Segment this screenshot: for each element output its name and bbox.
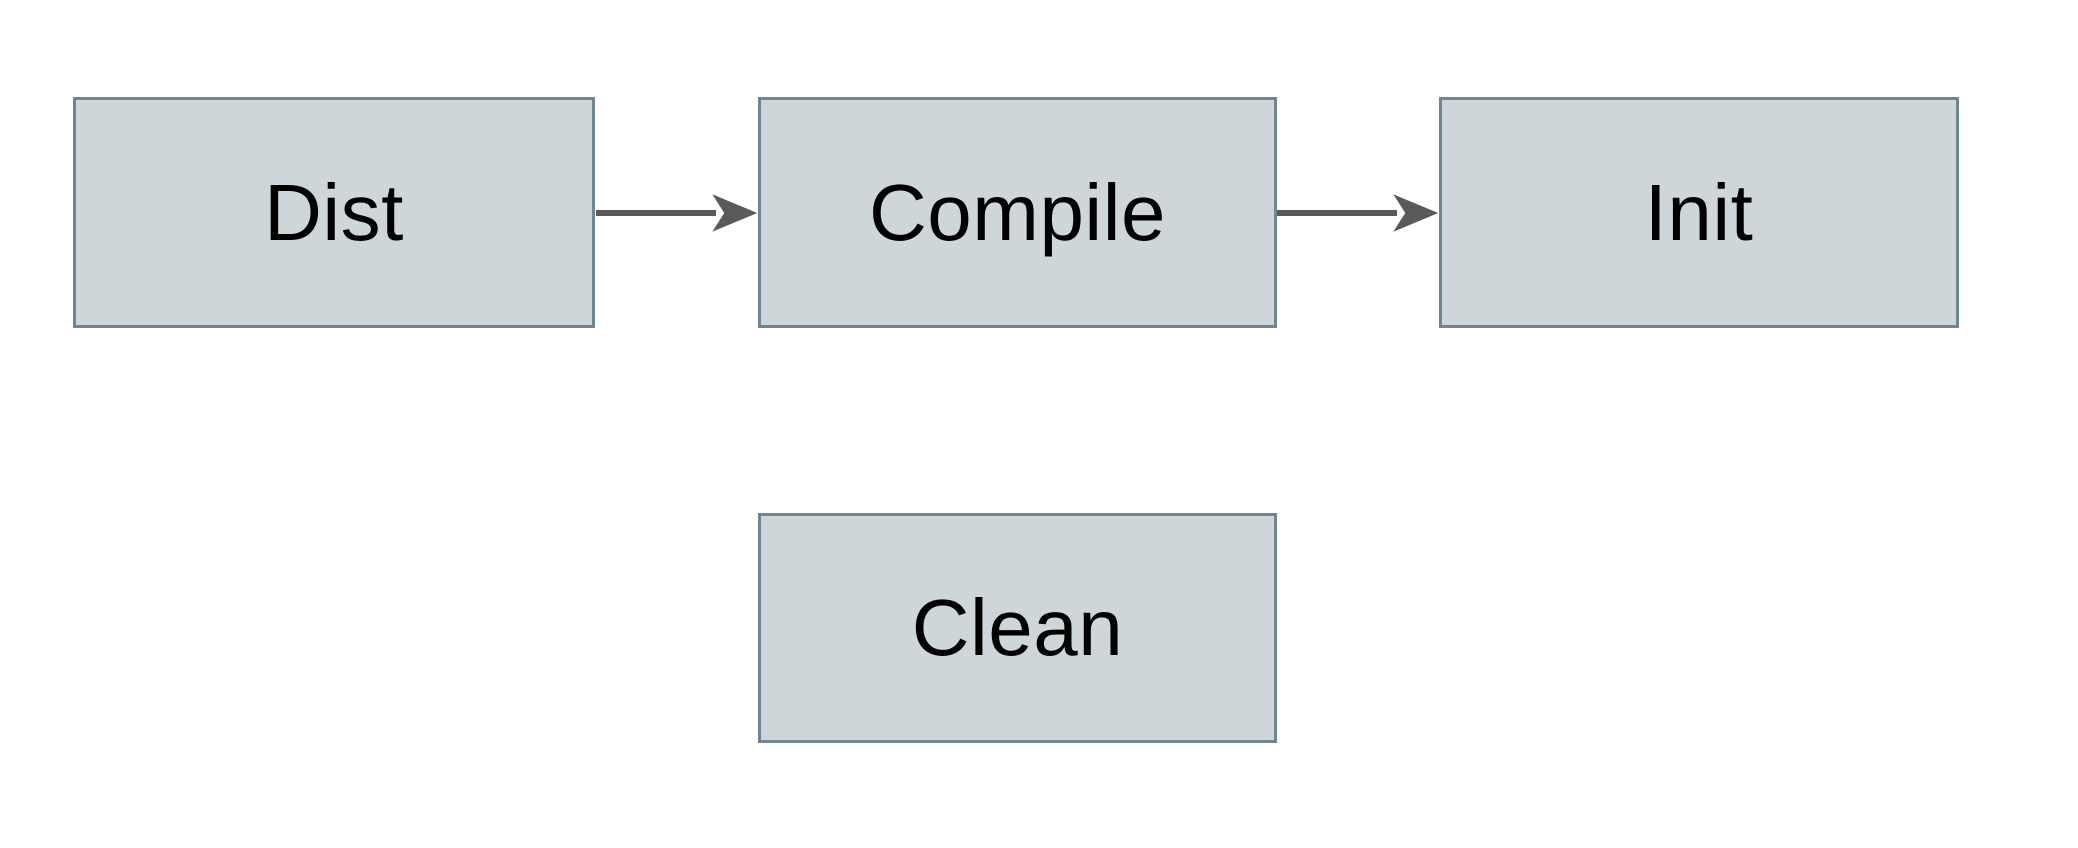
node-compile-label: Compile <box>869 167 1166 257</box>
node-init: Init <box>1439 97 1959 328</box>
node-dist: Dist <box>73 97 595 328</box>
node-init-label: Init <box>1644 167 1754 257</box>
node-compile: Compile <box>758 97 1277 328</box>
node-clean-label: Clean <box>911 583 1124 672</box>
node-dist-label: Dist <box>264 167 404 257</box>
node-clean: Clean <box>758 513 1277 743</box>
